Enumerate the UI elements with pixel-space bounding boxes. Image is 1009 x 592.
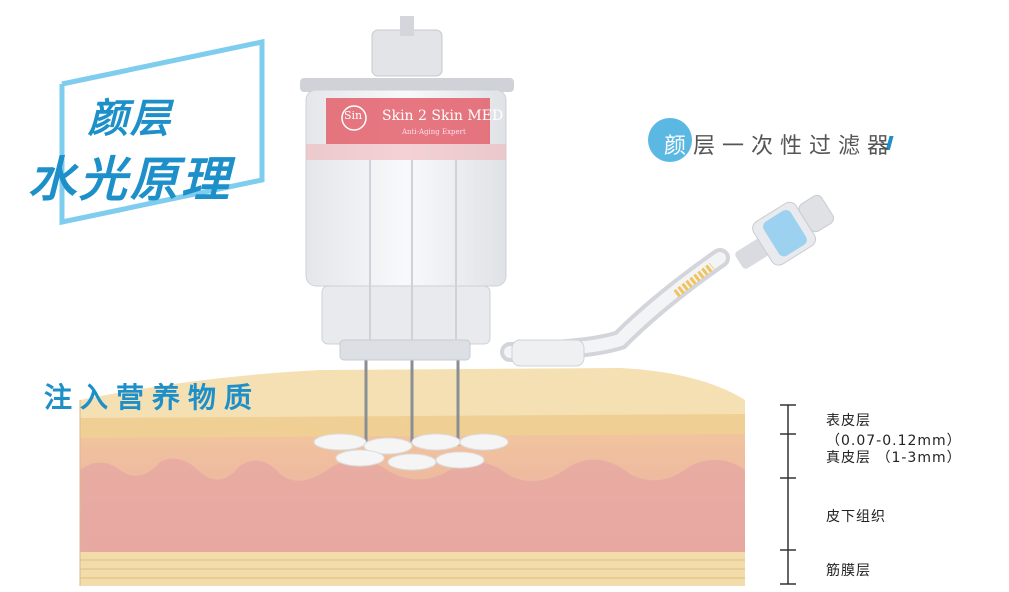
layer-name: 筋膜层 <box>826 563 871 579</box>
filter-label-rest: 层一次性过滤器 <box>693 134 897 159</box>
filter-label: 颜层一次性过滤器 <box>664 128 896 160</box>
dermis-wave <box>80 458 745 552</box>
needles <box>364 350 460 446</box>
layer-name: 表皮层 <box>826 413 871 429</box>
layer-label-subcutis: 皮下组织 <box>826 506 886 526</box>
layer-label-dermis: 真皮层 （1-3mm） <box>826 447 962 467</box>
filter-label-first: 颜 <box>664 134 694 159</box>
device-brand: Skin 2 Skin MED <box>382 108 504 124</box>
layer-scale <box>780 404 796 585</box>
layer-name: 真皮层 <box>826 450 871 466</box>
title-frame <box>59 38 265 226</box>
device-logo: Sin <box>344 109 363 122</box>
layer-label-epidermis: 表皮层 （0.07-0.12mm） <box>826 410 1009 450</box>
layer-name: 皮下组织 <box>826 509 886 525</box>
nutrient-droplets <box>313 433 509 471</box>
inject-label: 注入营养物质 <box>44 381 261 414</box>
injector-device <box>300 16 514 361</box>
layer-label-fascia: 筋膜层 <box>826 560 871 580</box>
tube <box>500 248 730 367</box>
title-line2: 水光原理 <box>28 152 233 208</box>
filter <box>648 118 835 269</box>
layer-range: （1-3mm） <box>876 450 962 466</box>
title-line1: 颜层 <box>88 96 172 142</box>
device-tagline: Anti-Aging Expert <box>402 128 466 136</box>
layer-range: （0.07-0.12mm） <box>826 433 962 449</box>
